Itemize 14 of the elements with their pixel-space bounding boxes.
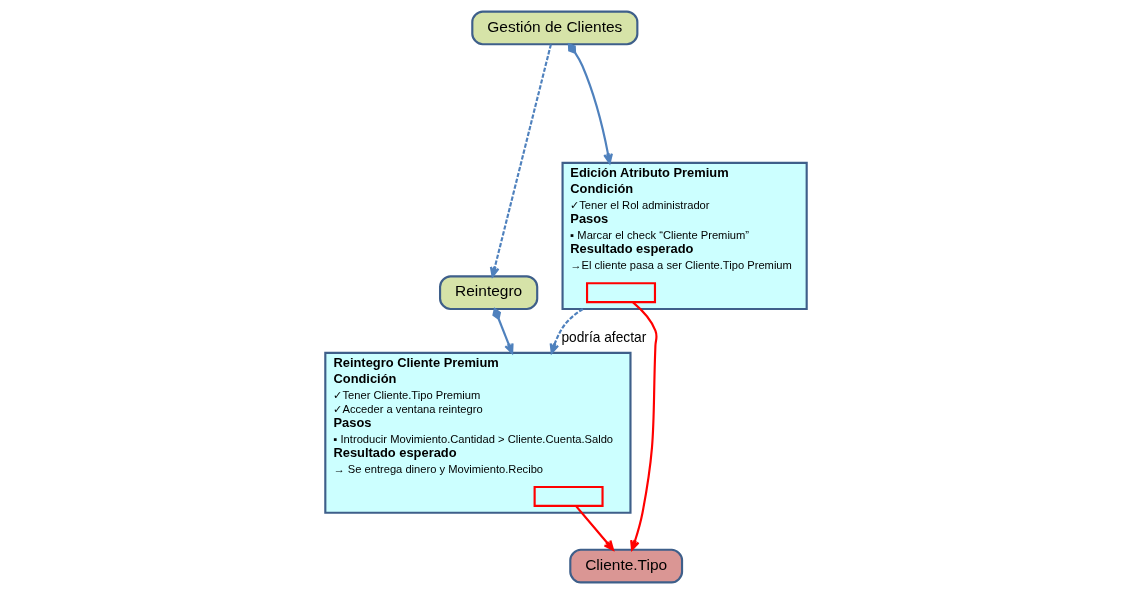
edge-label: podría afectar [560,329,646,345]
node-box [585,282,656,304]
node-box [533,485,604,507]
node-box: Cliente.Tipo [568,548,683,584]
node-box: Reintegro [438,275,538,311]
arrow [567,42,613,164]
arrow [489,44,552,278]
arrow [491,307,514,354]
node-box: Gestión de Clientes [470,10,638,46]
arrow [549,308,583,354]
cluster: Reintegro Cliente Premium Condición ✓Tener Cliente.Tipo Premium ✓Acceder a ventana reintegro Pasos ▪ Introducir Movimiento.Cantidad > Cliente.Cuenta.Saldo Resultado esperado → Se entrega dinero y Movimiento.Recibo [323,351,632,514]
arrow [574,505,614,551]
arrow [629,301,658,551]
cluster: Edición Atributo Premium Condición ✓Tener el Rol administrador Pasos ▪ Marcar el check “Cliente Premium” Resultado esperado →El cliente pasa a ser Cliente.Tipo Premium [561,161,808,311]
